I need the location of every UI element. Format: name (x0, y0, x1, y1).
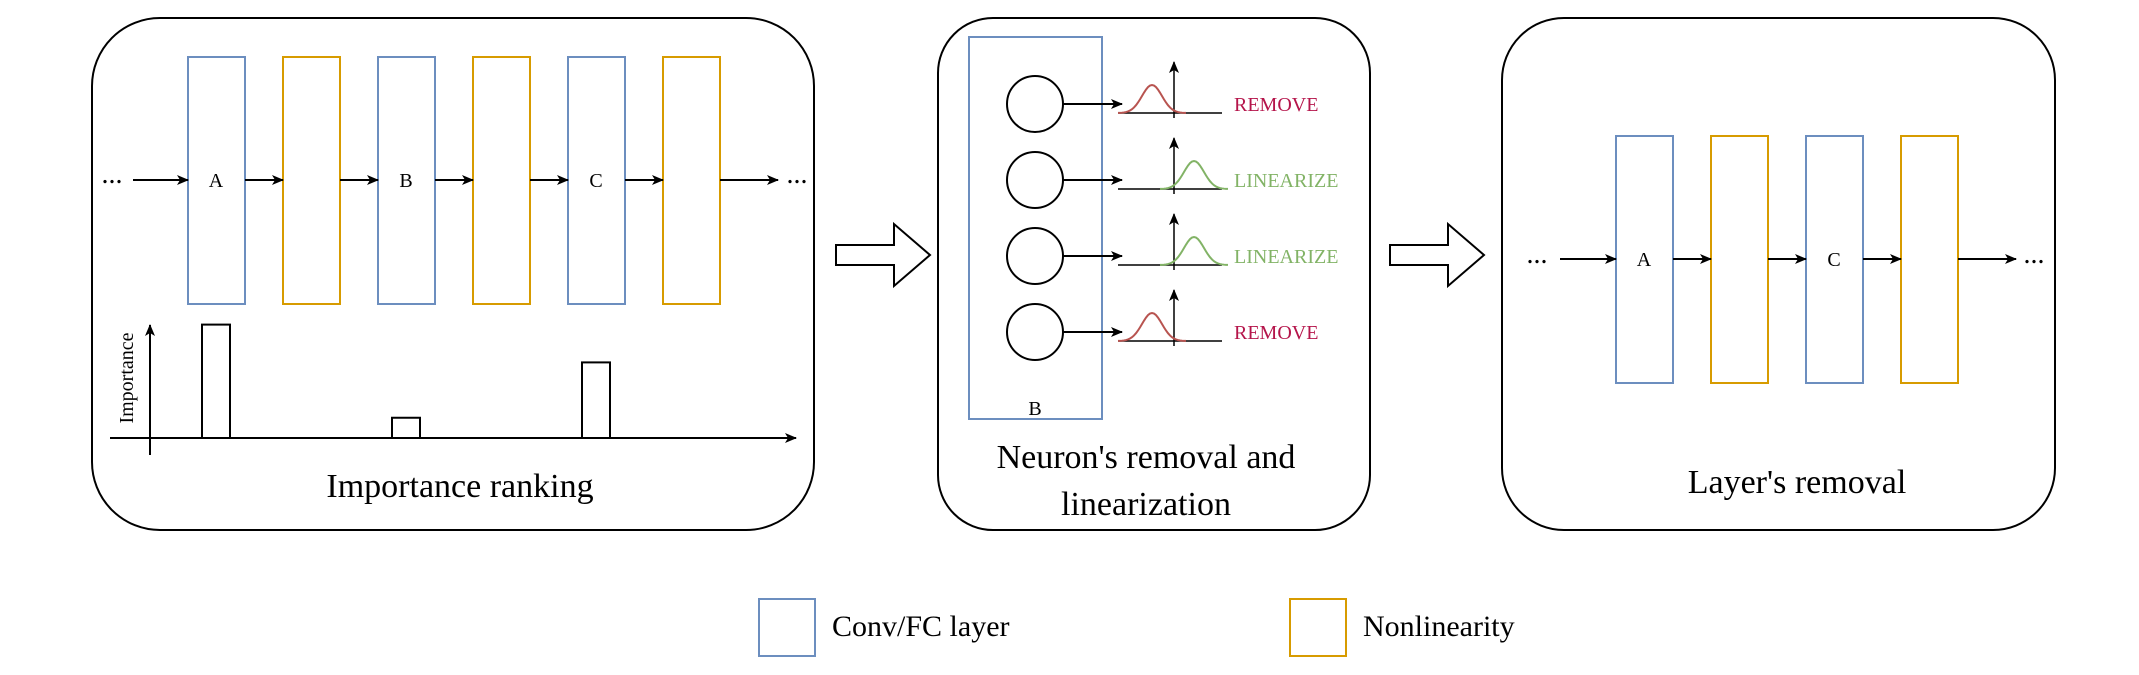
neuron (1006, 151, 1064, 209)
ellipsis-right: ... (2024, 239, 2045, 270)
panel2-title-line1: Neuron's removal and (997, 439, 1296, 476)
linearize-label: LINEARIZE (1234, 246, 1338, 268)
panel2-frame (937, 17, 1371, 531)
nonlinearity-layer (1900, 135, 1959, 384)
conv-layer-b-expanded (968, 36, 1103, 420)
legend: Conv/FC layer Nonlinearity (758, 598, 1515, 657)
nonlinearity-layer (472, 56, 531, 305)
neuron-row: REMOVE (1006, 289, 1318, 361)
layer-label-a: A (209, 170, 224, 192)
remove-label: REMOVE (1234, 94, 1318, 116)
importance-chart: Importance (110, 323, 797, 455)
neuron-list: REMOVE LINEARIZE LINEARIZE REMOVE (1006, 61, 1338, 361)
nonlinearity-layer (282, 56, 341, 305)
panel2-title-line2: linearization (1061, 486, 1231, 523)
layer-label-b: B (1028, 398, 1041, 420)
removed-distribution-curve (1117, 83, 1187, 114)
linearized-distribution-curve (1159, 159, 1229, 190)
neuron-row: REMOVE (1006, 61, 1318, 133)
layer-label-a: A (1637, 249, 1652, 271)
ellipsis-left: ... (1527, 239, 1548, 270)
layer-label-b: B (399, 170, 412, 192)
nonlinearity-layer (1710, 135, 1769, 384)
panel3-title: Layer's removal (1688, 464, 1907, 501)
linearized-distribution-curve (1159, 235, 1229, 266)
ellipsis-right: ... (787, 159, 808, 190)
legend-nonlinearity-label: Nonlinearity (1363, 610, 1515, 643)
panel1-frame (91, 17, 815, 531)
layer-label-c: C (1827, 249, 1840, 271)
importance-bar-c (581, 361, 611, 439)
neuron-row: LINEARIZE (1006, 213, 1338, 285)
legend-conv-swatch (758, 598, 816, 657)
ellipsis-left: ... (102, 159, 123, 190)
panel1-title: Importance ranking (326, 468, 593, 505)
panel-layer-removal: ... ... A C Layer's removal (1501, 17, 2056, 531)
remove-label: REMOVE (1234, 322, 1318, 344)
legend-nonlinearity-swatch (1289, 598, 1347, 657)
panel-importance-ranking: ... ... A B C Importance Importance rank… (91, 17, 815, 531)
nonlinearity-layer (662, 56, 721, 305)
panel-neuron-removal: B REMOVE LINEARIZE LINEARIZE REMOVE Neuron'… (937, 17, 1371, 531)
transition-arrow (835, 221, 932, 289)
neuron (1006, 227, 1064, 285)
neuron (1006, 303, 1064, 361)
panel3-frame (1501, 17, 2056, 531)
importance-bar-b (391, 416, 421, 439)
linearize-label: LINEARIZE (1234, 170, 1338, 192)
chart-y-label: Importance (116, 332, 138, 423)
layer-label-c: C (589, 170, 602, 192)
importance-bar-a (201, 323, 231, 440)
transition-arrow (1389, 221, 1486, 289)
removed-distribution-curve (1117, 311, 1187, 342)
neuron (1006, 75, 1064, 133)
neuron-row: LINEARIZE (1006, 137, 1338, 209)
chart-bars (201, 323, 611, 440)
legend-conv-label: Conv/FC layer (832, 610, 1010, 643)
